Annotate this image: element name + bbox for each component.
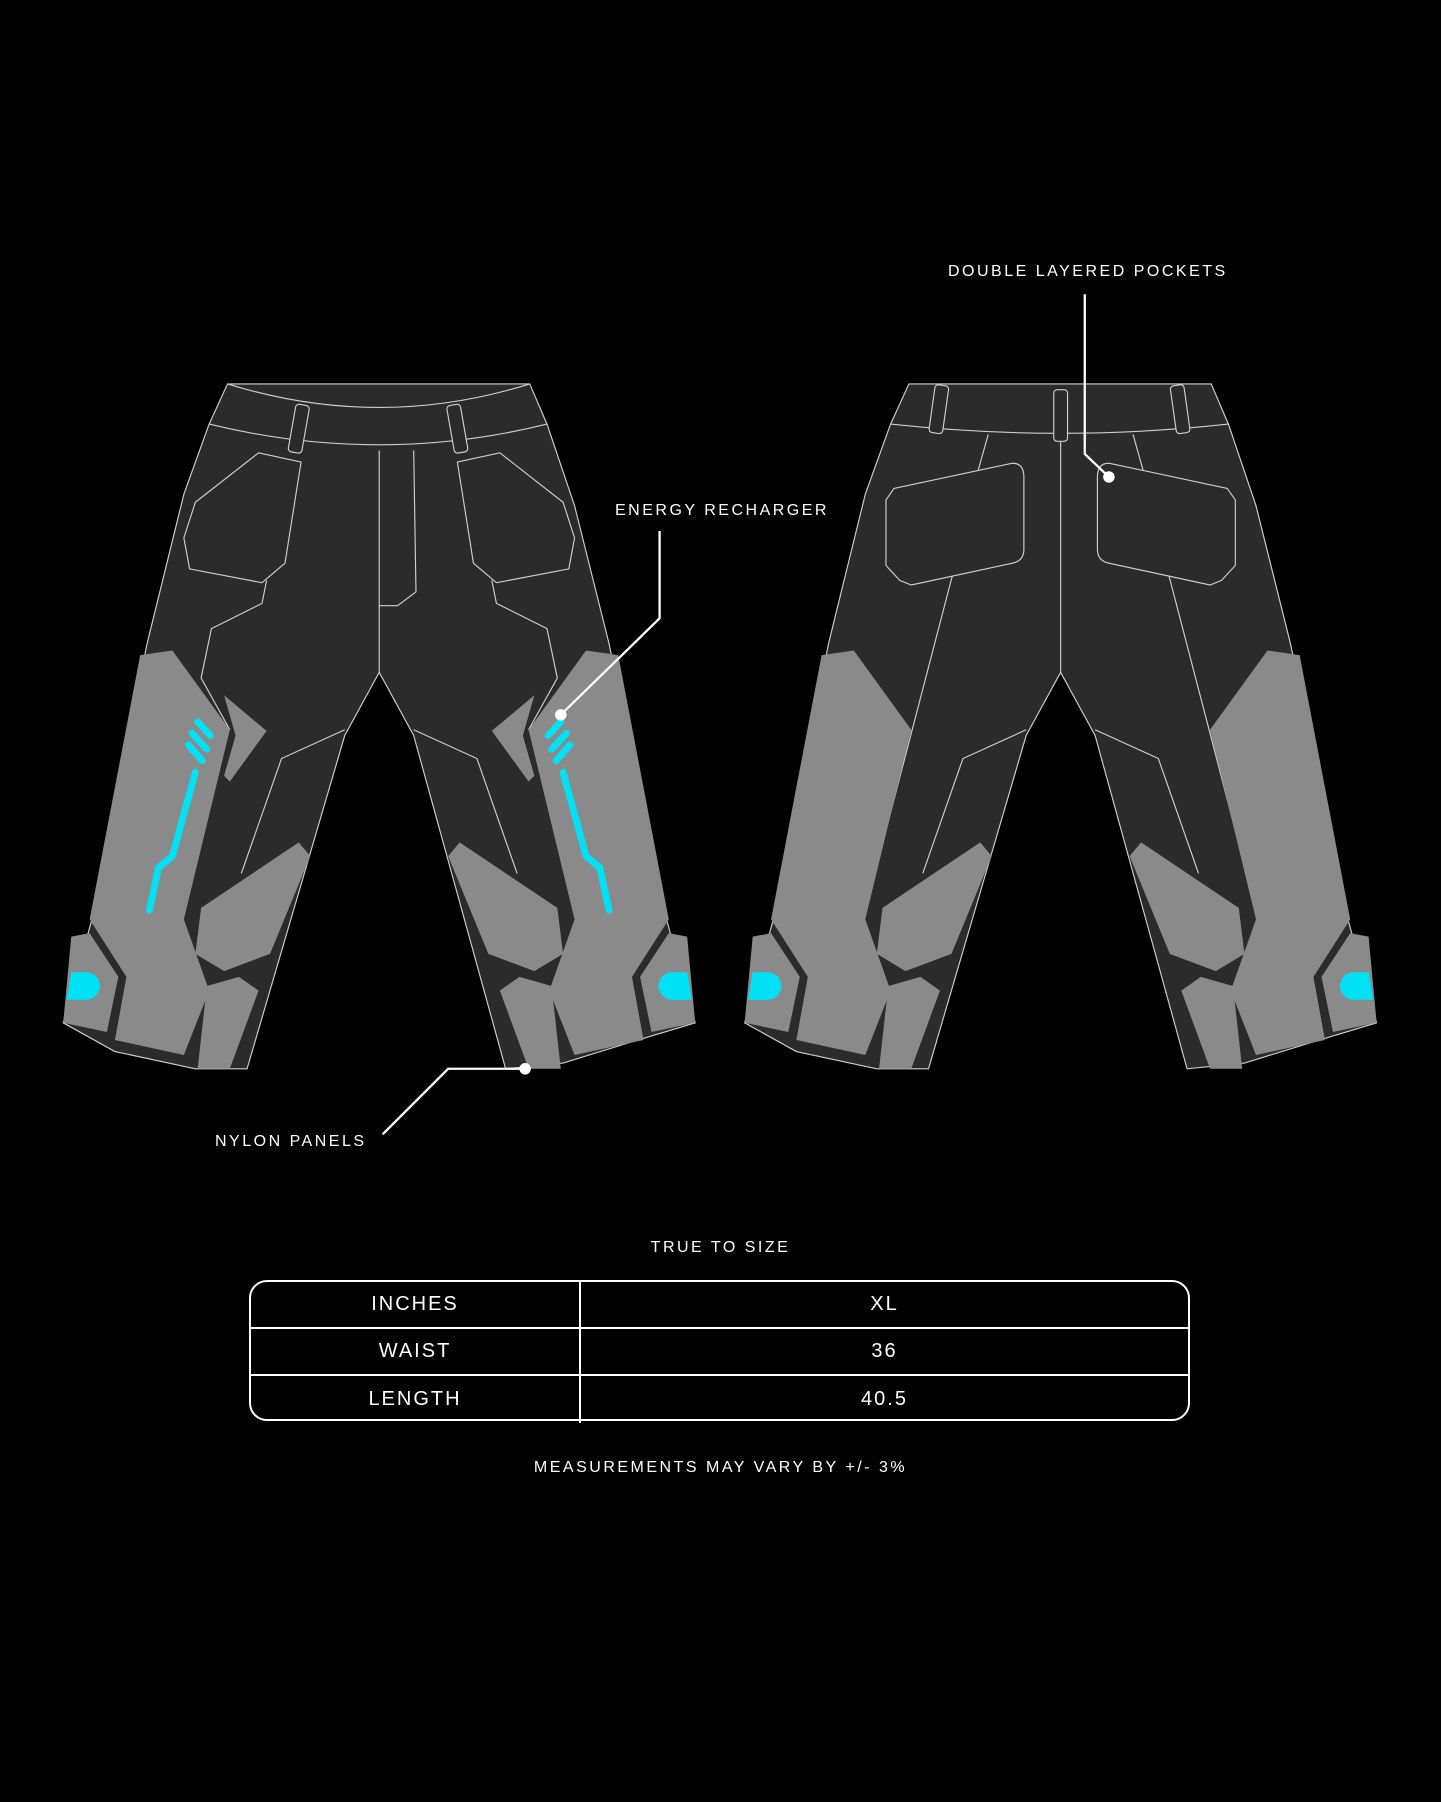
callout-double-layered-pockets: DOUBLE LAYERED POCKETS [948, 263, 1228, 280]
nylon-callout-dot [519, 1063, 531, 1075]
row-label: LENGTH [251, 1376, 581, 1423]
table-row: WAIST 36 [251, 1329, 1188, 1376]
row-value: 36 [871, 1340, 898, 1362]
energy-callout-dot [555, 709, 567, 721]
row-label: INCHES [251, 1282, 581, 1327]
callout-nylon-panels: NYLON PANELS [215, 1133, 367, 1150]
size-chart-title: TRUE TO SIZE [650, 1239, 791, 1256]
callout-energy-recharger: ENERGY RECHARGER [615, 502, 829, 519]
pockets-callout-dot [1103, 471, 1115, 483]
front-view [62, 383, 696, 1070]
table-row: INCHES XL [251, 1282, 1188, 1329]
back-view [744, 383, 1378, 1070]
row-value: 40.5 [861, 1388, 908, 1410]
measurement-note: MEASUREMENTS MAY VARY BY +/- 3% [533, 1459, 908, 1476]
row-value: XL [870, 1293, 899, 1315]
table-row: LENGTH 40.5 [251, 1376, 1188, 1423]
callout-lines [381, 294, 1110, 1136]
size-table: INCHES XL WAIST 36 LENGTH 40.5 [249, 1280, 1190, 1423]
row-label: WAIST [251, 1329, 581, 1374]
